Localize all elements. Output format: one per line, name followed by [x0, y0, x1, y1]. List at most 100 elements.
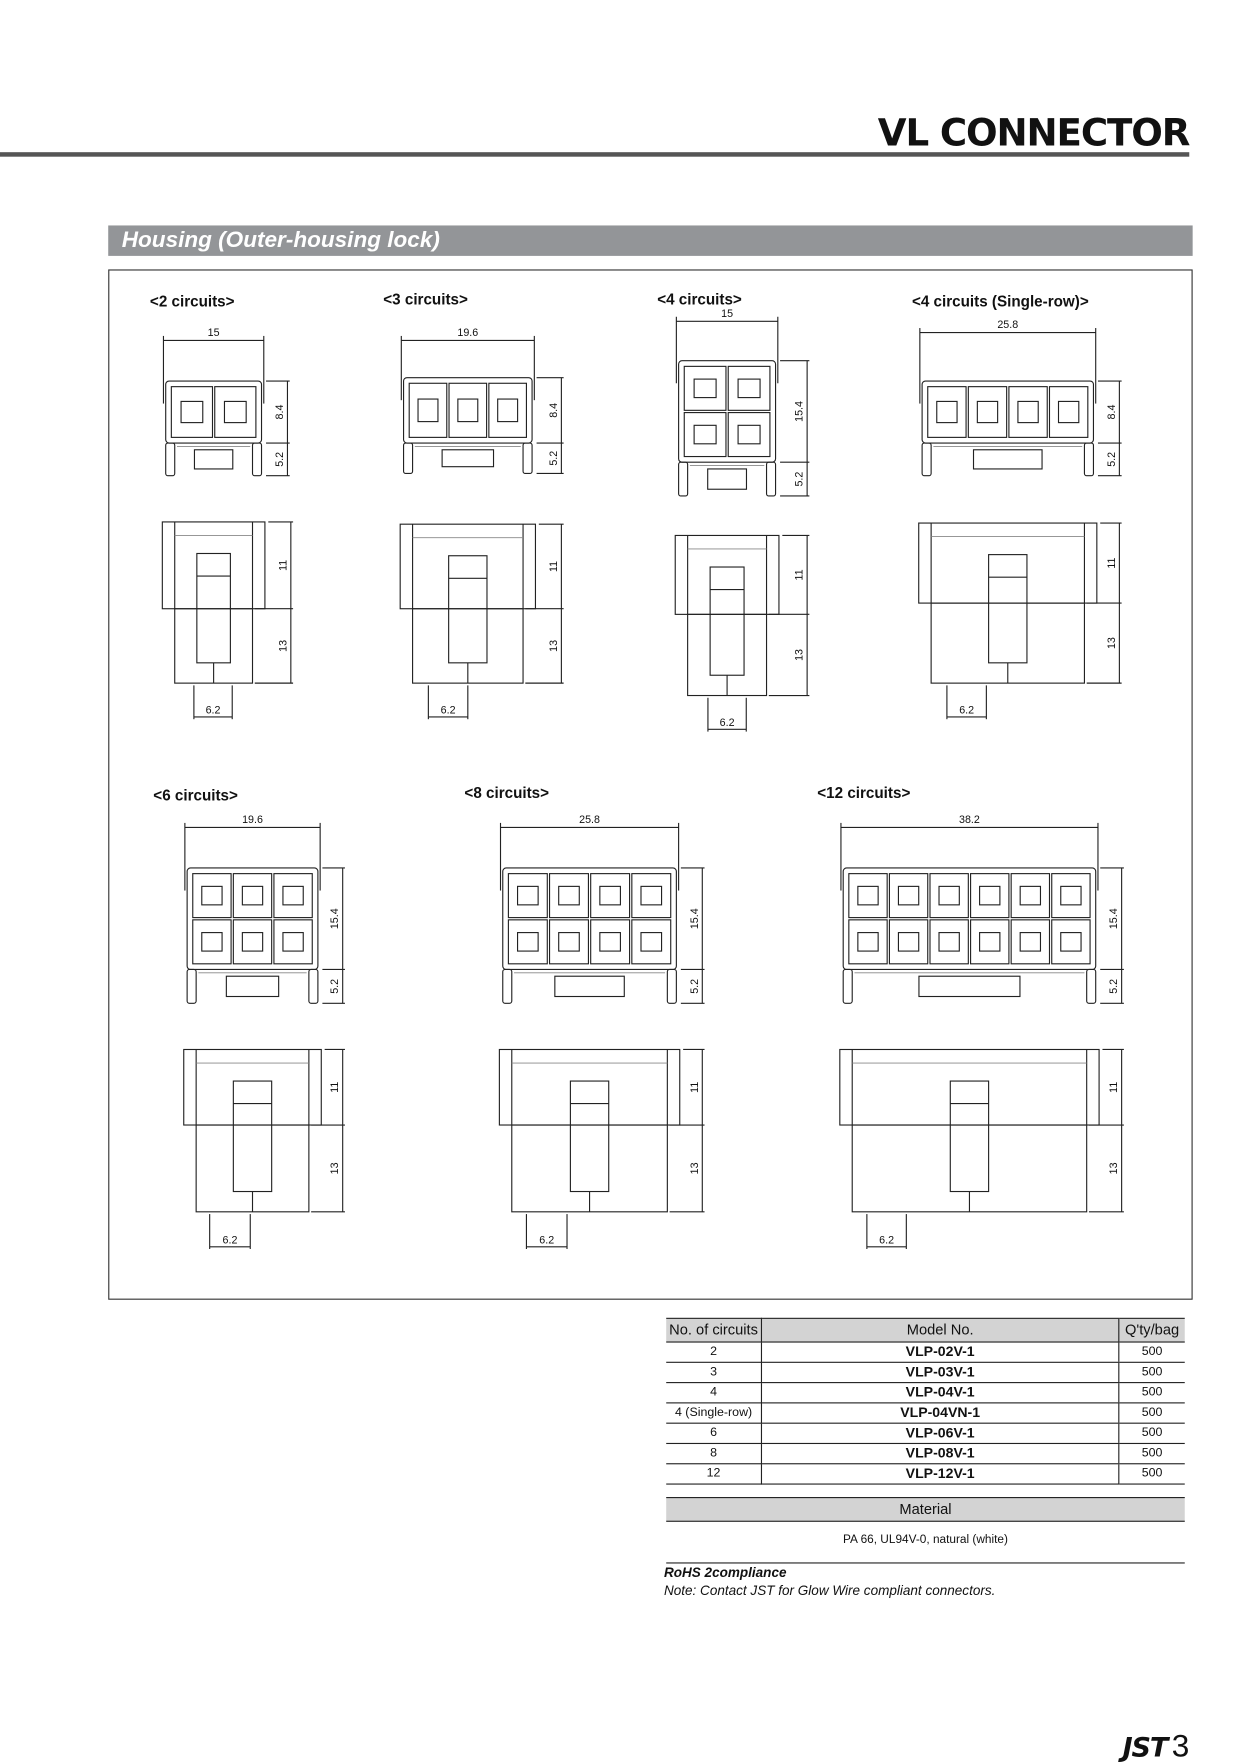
terminal-slot [497, 398, 519, 423]
cell-qty: 500 [1118, 1342, 1185, 1363]
terminal-cavity [929, 919, 969, 965]
dimension-label: 15.4 [1108, 908, 1120, 929]
cell-model: VLP-12V-1 [761, 1463, 1119, 1485]
terminal-cavity [683, 365, 727, 411]
cell-model: VLP-06V-1 [761, 1423, 1119, 1445]
terminal-slot [180, 400, 204, 424]
housing-leg [502, 968, 513, 1004]
side-upper [183, 1048, 322, 1126]
terminal-cavity [727, 365, 771, 411]
page-title: VL CONNECTOR [877, 110, 1191, 155]
terminal-cavity [631, 873, 672, 919]
terminal-slot [640, 932, 663, 952]
terminal-slot [201, 885, 223, 906]
terminal-slot [979, 885, 1001, 906]
col-header-qty: Q'ty/bag [1118, 1317, 1185, 1343]
cell-qty: 500 [1118, 1423, 1185, 1445]
terminal-slot [223, 400, 247, 424]
dimension-label: 11 [794, 569, 806, 580]
front-view [186, 867, 319, 1004]
dimension-label: 19.6 [457, 327, 478, 339]
front-view [165, 380, 263, 477]
side-view [918, 522, 1098, 684]
col-header-circuits: No. of circuits [666, 1317, 763, 1343]
dimension-label: 13 [1106, 637, 1118, 649]
connector-label: <8 circuits> [464, 784, 550, 802]
housing-body [402, 377, 533, 444]
terminal-slot [897, 932, 920, 952]
col-header-model: Model No. [761, 1317, 1119, 1343]
housing-leg [842, 968, 853, 1004]
dimension-label: 5.2 [1108, 979, 1120, 994]
terminal-slot [1060, 885, 1082, 906]
terminal-cavity [273, 873, 313, 919]
side-view [183, 1048, 322, 1213]
terminal-cavity [273, 919, 313, 965]
dimension-label: 6.2 [720, 717, 735, 729]
terminal-slot [857, 885, 879, 906]
cell-qty: 500 [1118, 1362, 1185, 1384]
side-upper [674, 534, 780, 615]
jst-logo: JST [1122, 1731, 1169, 1764]
terminal-cavity [507, 919, 548, 965]
terminal-cavity [1010, 873, 1051, 919]
dimension-label: 15 [721, 308, 733, 320]
housing-body [165, 380, 263, 444]
terminal-slot [1017, 400, 1039, 424]
front-view [921, 380, 1095, 477]
terminal-slot [737, 424, 761, 445]
terminal-slot [599, 932, 621, 952]
terminal-slot [938, 932, 960, 952]
cell-model: VLP-04VN-1 [761, 1402, 1119, 1424]
dimension-label: 13 [689, 1162, 701, 1174]
cell-circuits: 3 [666, 1362, 763, 1384]
dimension-label: 8.4 [274, 405, 286, 420]
dimension-label: 11 [689, 1082, 701, 1093]
housing-body [186, 867, 319, 971]
terminal-slot [599, 885, 621, 906]
housing-leg [165, 442, 176, 477]
lock-latch [972, 449, 1043, 470]
dimension-label: 5.2 [1106, 452, 1118, 467]
lock-arm [569, 1080, 610, 1193]
housing-leg [765, 461, 777, 497]
terminal-slot [1019, 885, 1042, 906]
terminal-cavity [970, 919, 1010, 965]
cell-model: VLP-03V-1 [761, 1362, 1119, 1384]
terminal-cavity [192, 919, 232, 965]
terminal-slot [936, 400, 958, 424]
dimension-label: 13 [794, 649, 806, 661]
connector-label: <12 circuits> [817, 784, 911, 802]
housing-leg [308, 968, 319, 1004]
terminal-slot [1057, 400, 1080, 424]
terminal-cavity [232, 873, 273, 919]
terminal-slot [938, 885, 960, 906]
terminal-slot [241, 885, 264, 906]
housing-leg [1086, 968, 1097, 1004]
dimension-label: 13 [329, 1162, 341, 1174]
terminal-cavity [927, 386, 967, 438]
terminal-slot [1060, 932, 1082, 952]
terminal-cavity [232, 919, 273, 965]
terminal-cavity [888, 919, 929, 965]
connector-label: <6 circuits> [153, 786, 238, 804]
lock-arm [709, 566, 745, 676]
terminal-cavity [888, 873, 929, 919]
dimension-label: 15.4 [794, 401, 806, 422]
terminal-slot [558, 885, 580, 906]
cell-circuits: 8 [666, 1443, 763, 1465]
terminal-cavity [488, 382, 527, 438]
lock-latch [441, 449, 495, 468]
dimension-label: 6.2 [539, 1234, 554, 1246]
dimension-label: 15 [208, 327, 220, 339]
